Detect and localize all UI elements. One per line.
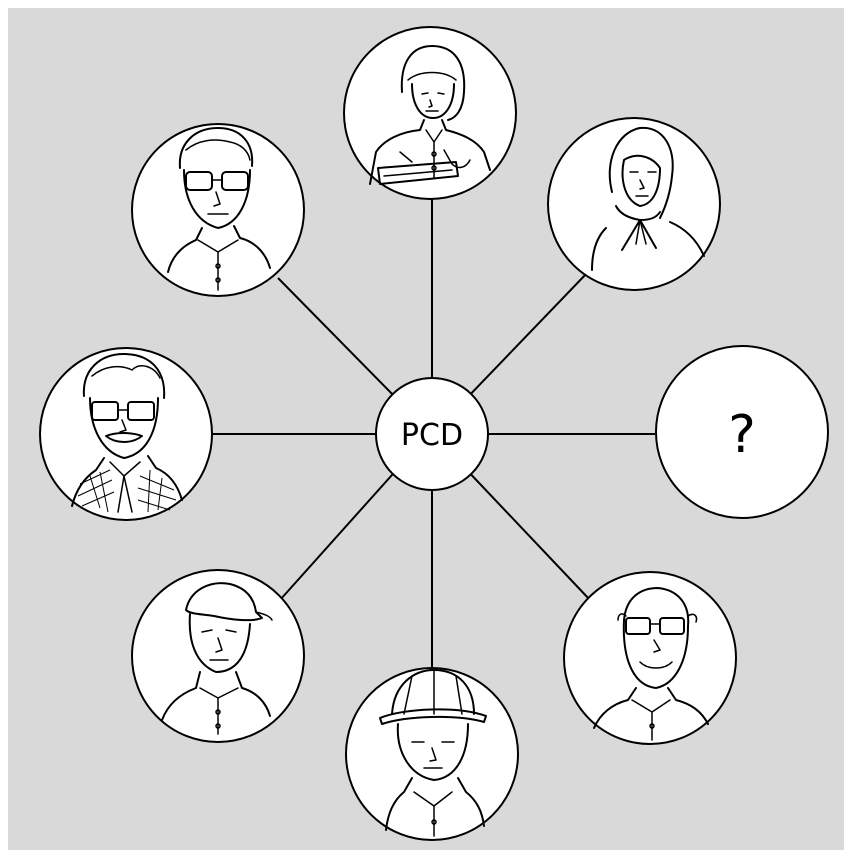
person-writing-woman bbox=[343, 26, 517, 200]
spoke-bottom-right bbox=[462, 465, 591, 601]
center-label: PCD bbox=[401, 418, 463, 453]
person-cap-man bbox=[131, 569, 305, 743]
center-hub: PCD bbox=[375, 377, 489, 491]
person-elderly-man bbox=[563, 571, 737, 745]
spoke-bottom-left bbox=[279, 465, 401, 601]
spoke-top-left bbox=[277, 277, 401, 403]
person-glasses-young-man bbox=[131, 123, 305, 297]
spokes bbox=[210, 198, 655, 668]
person-pith-helmet bbox=[345, 667, 519, 841]
unknown-person: ? bbox=[655, 345, 829, 519]
spoke-top-right bbox=[462, 271, 589, 403]
person-mustache-man bbox=[39, 347, 213, 521]
person-headscarf-woman bbox=[547, 117, 721, 291]
unknown-label: ? bbox=[728, 405, 756, 465]
